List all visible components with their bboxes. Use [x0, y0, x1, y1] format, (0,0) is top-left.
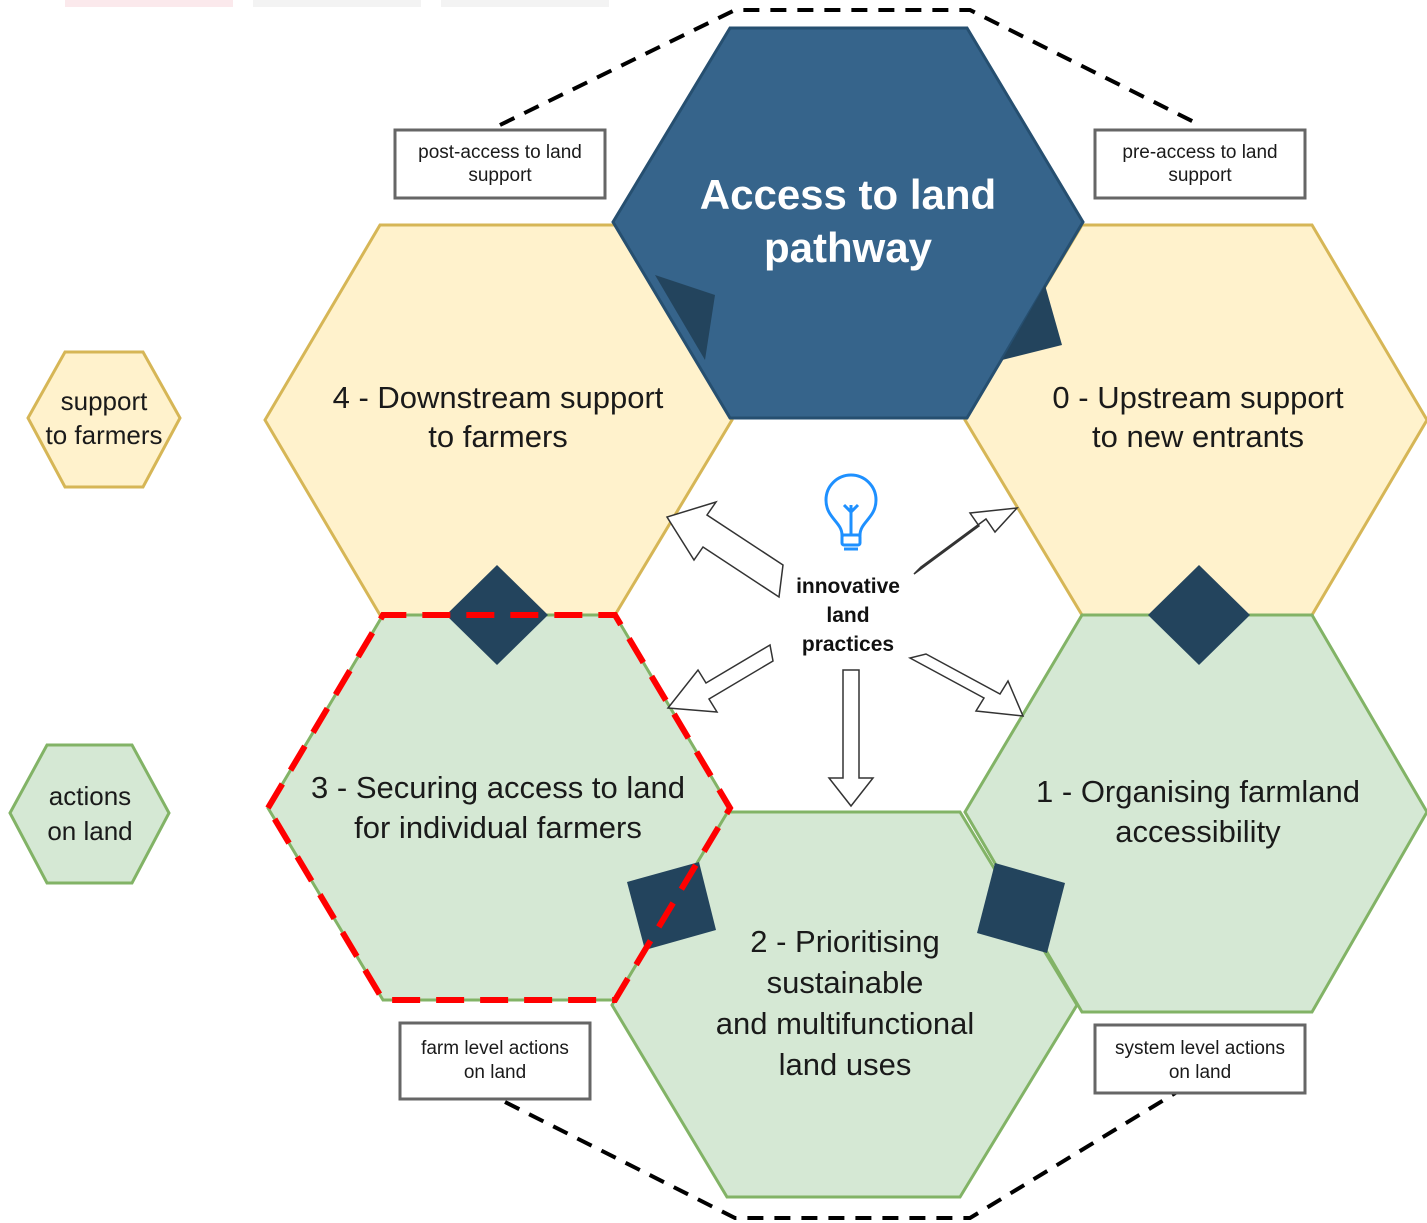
- note-box-farm-level: [398, 1021, 592, 1101]
- hex-organising-line-1: 1 - Organising farmland: [1036, 774, 1360, 809]
- center-label-line-3: practices: [802, 633, 894, 656]
- note-post-access-line-2: support: [468, 165, 532, 186]
- note-box-system-level: [1093, 1023, 1307, 1095]
- legend-actions-line-1: actions: [49, 781, 131, 811]
- dashed-outline-top: [499, 8, 1201, 127]
- note-system-level-line-1: system level actions: [1115, 1038, 1285, 1059]
- dashed-outline-bottom: [504, 1076, 1202, 1220]
- arrow-to-organising: [907, 653, 1025, 717]
- hex-upstream-line-1: 0 - Upstream support: [1052, 380, 1344, 415]
- lightbulb-icon: [824, 473, 878, 551]
- connector-diamond: [446, 565, 548, 665]
- faint-tab-artifact: [253, 0, 421, 7]
- note-post-access-line-1: post-access to land: [418, 142, 582, 163]
- connector-diamond: [1148, 565, 1250, 665]
- hex-prioritising-line-3: and multifunctional: [716, 1006, 975, 1041]
- title-line-2: pathway: [764, 224, 933, 271]
- legend-support-line-1: support: [61, 386, 148, 416]
- hex-securing-line-1: 3 - Securing access to land: [311, 770, 685, 805]
- center-label-line-1: innovative: [796, 575, 900, 598]
- hex-downstream-line-2: to farmers: [428, 419, 568, 454]
- title-line-1: Access to land: [700, 171, 996, 218]
- hex-prioritising-line-2: sustainable: [767, 965, 924, 1000]
- title-fold-left: [655, 275, 715, 360]
- hex-prioritising-line-1: 2 - Prioritising: [750, 924, 940, 959]
- arrow-to-upstream: [913, 507, 1019, 575]
- connector-diamond: [977, 863, 1065, 953]
- note-system-level-line-2: on land: [1169, 1062, 1231, 1083]
- hex-title: [611, 26, 1085, 420]
- legend-support-line-2: to farmers: [45, 420, 162, 450]
- note-pre-access-line-2: support: [1168, 165, 1232, 186]
- legend-actions-line-2: on land: [47, 816, 132, 846]
- hex-securing-line-2: for individual farmers: [354, 810, 642, 845]
- arrow-to-downstream: [665, 500, 784, 599]
- hex-prioritising-line-4: land uses: [779, 1047, 912, 1082]
- note-box-post-access: [393, 128, 607, 200]
- faint-tab-artifact: [441, 0, 609, 7]
- arrow-to-securing: [666, 643, 774, 713]
- faint-tab-artifact: [65, 0, 233, 7]
- note-pre-access-line-1: pre-access to land: [1122, 142, 1277, 163]
- note-farm-level-line-2: on land: [464, 1062, 526, 1083]
- hex-downstream-line-1: 4 - Downstream support: [333, 380, 664, 415]
- note-box-pre-access: [1093, 128, 1307, 200]
- hex-upstream-line-2: to new entrants: [1092, 419, 1304, 454]
- highlight-frame: [264, 612, 734, 1003]
- title-fold-right: [1002, 285, 1062, 360]
- legend-actions-hex: [8, 743, 171, 885]
- arrow-to-prioritising: [827, 669, 875, 808]
- note-farm-level-line-1: farm level actions: [421, 1038, 569, 1059]
- hex-organising-accessibility: [963, 613, 1427, 1014]
- legend-support-hex: [26, 350, 182, 489]
- center-label-line-2: land: [826, 604, 869, 627]
- hex-organising-line-2: accessibility: [1115, 814, 1281, 849]
